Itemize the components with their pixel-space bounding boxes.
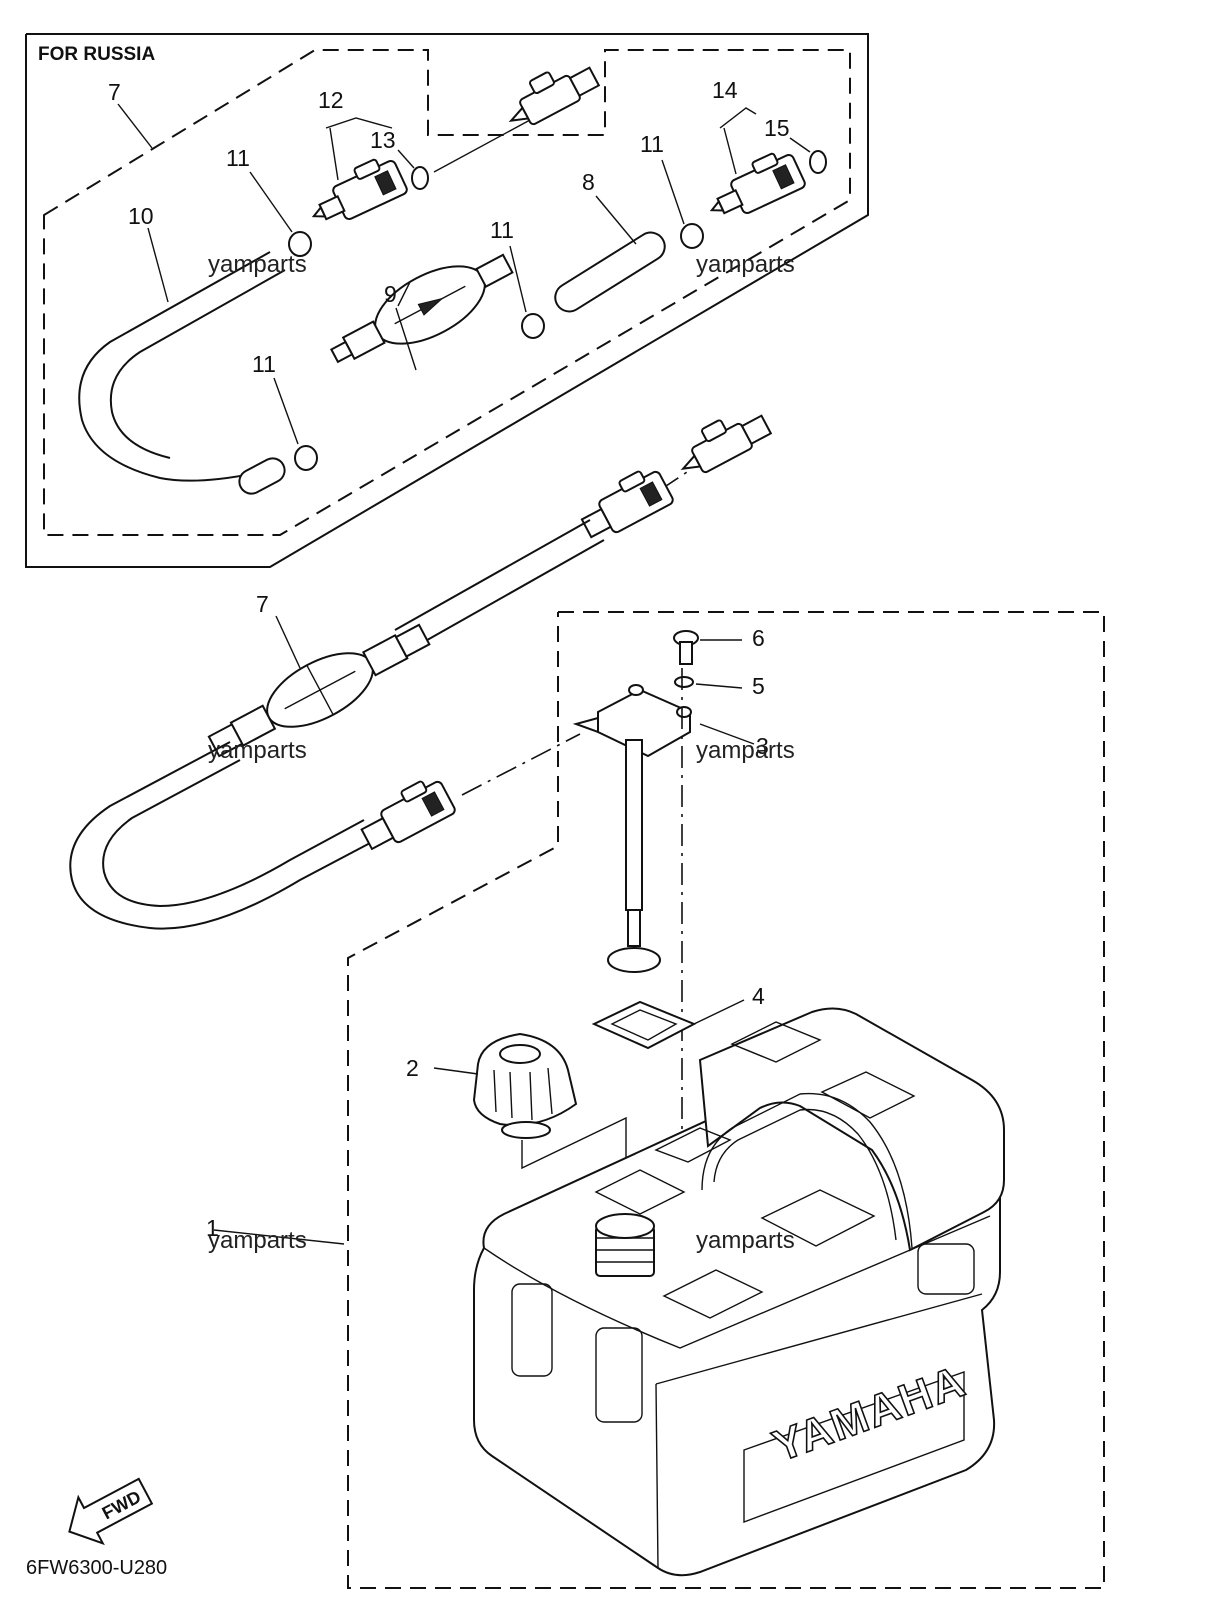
russia-inset-frame: FOR RUSSIA xyxy=(25,33,869,568)
tank-connector-main xyxy=(360,780,456,851)
fuel-hose-upper xyxy=(394,519,591,631)
callout-7-inset: 7 xyxy=(108,79,121,105)
clamp-11-a xyxy=(288,231,312,257)
callout-13: 13 xyxy=(370,127,396,153)
callout-6: 6 xyxy=(752,625,765,651)
o-ring-13 xyxy=(411,166,429,190)
primer-bulb-main xyxy=(207,623,431,758)
fwd-arrow-icon: FWD xyxy=(68,1477,154,1546)
callout-11-c: 11 xyxy=(490,217,514,243)
watermark-5: yamparts xyxy=(208,1227,307,1254)
engine-connector-inset xyxy=(508,66,601,126)
gasket-4 xyxy=(591,1000,697,1050)
callout-15: 15 xyxy=(764,115,790,141)
callout-14: 14 xyxy=(712,77,738,103)
callout-8: 8 xyxy=(582,169,595,195)
callout-9: 9 xyxy=(384,281,397,307)
watermark-3: yamparts xyxy=(208,737,307,764)
clamp-11-b xyxy=(680,223,704,249)
o-ring-15 xyxy=(809,150,827,174)
watermark-6: yamparts xyxy=(696,1227,795,1254)
watermark-2: yamparts xyxy=(696,251,795,278)
clamp-11-c xyxy=(521,313,545,339)
callout-5: 5 xyxy=(752,673,765,699)
callout-11-b: 11 xyxy=(640,131,664,157)
callout-3: 3 xyxy=(756,733,769,759)
callout-11-d: 11 xyxy=(252,351,276,377)
callout-4: 4 xyxy=(752,983,765,1009)
washer-5 xyxy=(674,676,694,688)
leader-13-line xyxy=(433,119,531,173)
connector-14 xyxy=(709,152,806,215)
hose-10 xyxy=(78,251,271,482)
hose-connector-upper xyxy=(580,470,674,539)
callout-12: 12 xyxy=(318,87,344,113)
screw-6 xyxy=(673,630,699,665)
fuel-tank-1: YAMAHA xyxy=(473,1007,1005,1577)
diagram-code: 6FW6300-U280 xyxy=(26,1557,167,1579)
primer-bulb-9 xyxy=(330,253,514,364)
callout-7-main: 7 xyxy=(256,591,269,617)
watermark-1: yamparts xyxy=(208,251,307,278)
callout-1: 1 xyxy=(206,1215,219,1241)
connector-12 xyxy=(311,158,408,221)
hose-8 xyxy=(554,231,666,313)
fuel-hose-lower xyxy=(69,741,373,930)
inset-title: FOR RUSSIA xyxy=(38,44,155,65)
fuel-joint-3 xyxy=(572,684,692,973)
callout-2: 2 xyxy=(406,1055,419,1081)
callout-11-a: 11 xyxy=(226,145,250,171)
watermark-4: yamparts xyxy=(696,737,795,764)
clamp-11-d xyxy=(294,445,318,471)
callout-10: 10 xyxy=(128,203,154,229)
engine-connector-main xyxy=(680,414,773,474)
tank-group-frame xyxy=(347,611,1105,1589)
fuel-cap-2 xyxy=(472,1032,578,1139)
